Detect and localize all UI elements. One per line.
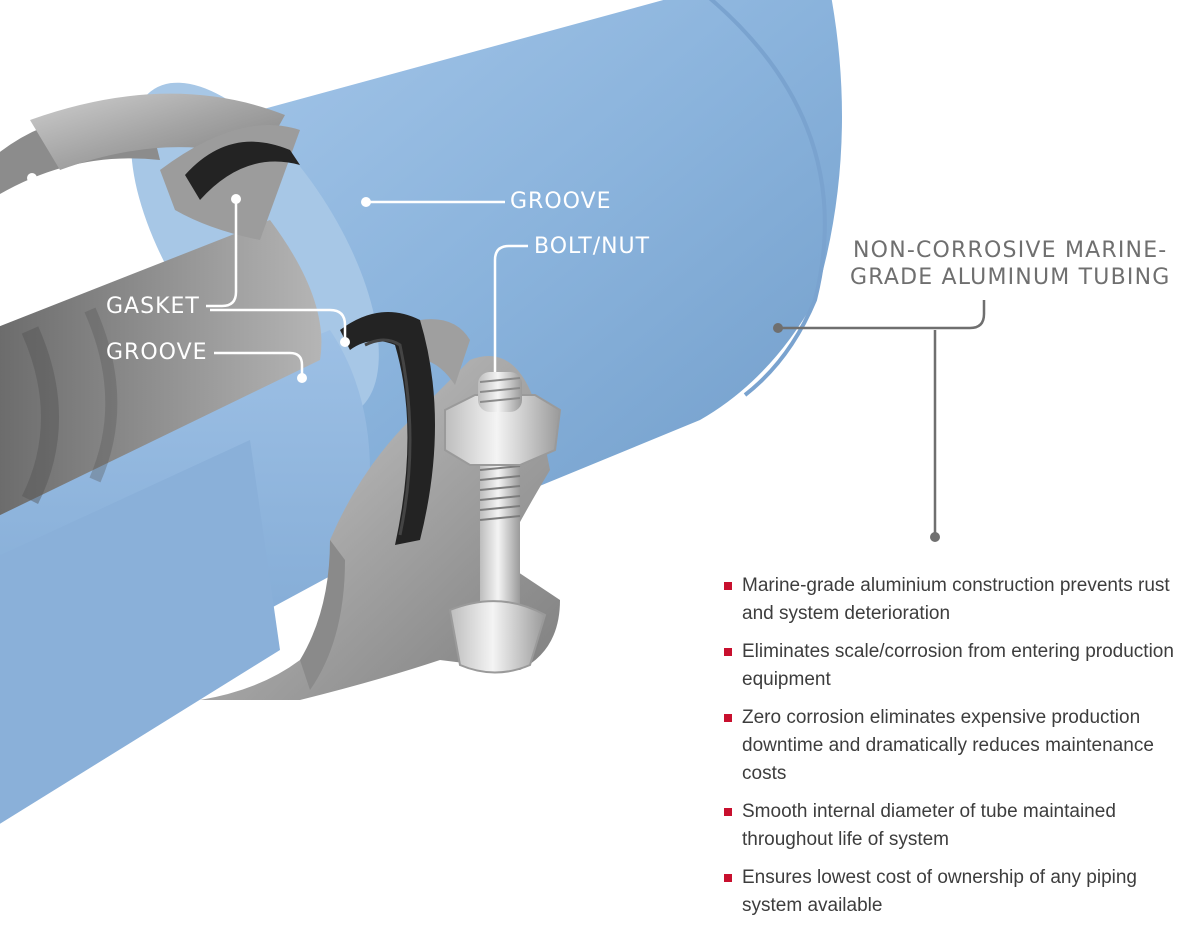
feature-list: Marine-grade aluminium construction prev… <box>724 572 1200 930</box>
feature-text: Marine-grade aluminium construction prev… <box>742 575 1170 624</box>
leader-left <box>0 178 34 278</box>
list-item: Eliminates scale/corrosion from entering… <box>724 638 1200 694</box>
red-square-bullet-icon <box>724 582 732 590</box>
gasket <box>185 141 435 545</box>
feature-text: Ensures lowest cost of ownership of any … <box>742 867 1137 916</box>
feature-text: Smooth internal diameter of tube maintai… <box>742 801 1116 850</box>
list-item: Ensures lowest cost of ownership of any … <box>724 864 1200 920</box>
feature-text: Eliminates scale/corrosion from entering… <box>742 641 1174 690</box>
red-square-bullet-icon <box>724 808 732 816</box>
list-item: Marine-grade aluminium construction prev… <box>724 572 1200 628</box>
bolt-nut <box>444 372 562 674</box>
leader-groove-bottom <box>214 351 304 378</box>
leader-gasket-right <box>210 308 347 342</box>
leader-bolt-nut <box>493 244 528 372</box>
red-square-bullet-icon <box>724 874 732 882</box>
feature-text: Zero corrosion eliminates expensive prod… <box>742 707 1154 784</box>
leader-tubing <box>778 300 986 537</box>
label-aluminum-tubing-line1: NON-CORROSIVE MARINE- <box>853 238 1168 263</box>
callout-lines <box>0 178 986 537</box>
list-item: Zero corrosion eliminates expensive prod… <box>724 704 1200 788</box>
label-bolt-nut: BOLT/NUT <box>534 234 651 259</box>
label-groove-bottom: GROOVE <box>106 340 208 365</box>
list-item: Smooth internal diameter of tube maintai… <box>724 798 1200 854</box>
label-gasket: GASKET <box>106 294 200 319</box>
red-square-bullet-icon <box>724 714 732 722</box>
red-square-bullet-icon <box>724 648 732 656</box>
callout-dots <box>27 173 940 542</box>
label-groove-top: GROOVE <box>510 189 612 214</box>
label-aluminum-tubing: NON-CORROSIVE MARINE- GRADE ALUMINUM TUB… <box>850 237 1170 291</box>
leader-gasket <box>206 199 238 308</box>
label-aluminum-tubing-line2: GRADE ALUMINUM TUBING <box>850 265 1171 290</box>
